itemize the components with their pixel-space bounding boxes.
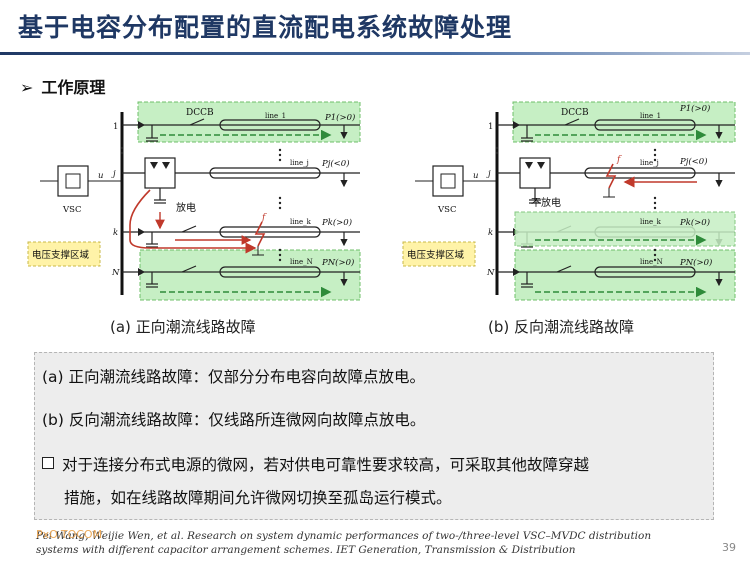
- power-label-b-n: PN(>0): [679, 257, 712, 268]
- square-bullet-icon: [42, 457, 54, 469]
- power-label-a-j: Pj(<0): [321, 158, 350, 169]
- bus-label-b-1: 1: [488, 122, 493, 132]
- page-number: 39: [722, 541, 736, 554]
- reference-line-2: systems with different capacitor arrange…: [36, 544, 576, 556]
- line-label-a-n: line_N: [290, 258, 313, 266]
- diagram-a: [28, 102, 360, 300]
- line-label-b-k: line_k: [640, 218, 662, 226]
- discharge-label-a: 放电: [176, 201, 196, 214]
- power-label-b-k: Pk(>0): [679, 217, 710, 228]
- title-divider: [0, 52, 750, 55]
- diagram-b: [403, 102, 735, 300]
- circuit-diagrams: VSC u 1 j k N DCCB line_1 line_j line_k …: [0, 100, 750, 315]
- vsc-label-b: VSC: [437, 205, 456, 215]
- caption-a: (a) 正向潮流线路故障: [110, 318, 256, 336]
- note-bullet-line-2: 措施，如在线路故障期间允许微网切换至孤岛运行模式。: [64, 489, 452, 507]
- notes-box: [34, 352, 714, 520]
- note-a: (a) 正向潮流线路故障：仅部分分布电容向故障点放电。: [42, 368, 426, 386]
- vsc-label-a: VSC: [62, 205, 81, 215]
- zone-label-b: 电压支撑区域: [407, 249, 465, 261]
- bus-label-a-j: j: [111, 169, 116, 179]
- arrow-bullet-icon: ➢: [20, 78, 34, 97]
- discharge-label-b: 不放电: [531, 196, 561, 209]
- u-label-a: u: [98, 171, 103, 181]
- line-label-b-n: line_N: [640, 258, 663, 266]
- note-b: (b) 反向潮流线路故障：仅线路所连微网向故障点放电。: [42, 411, 426, 429]
- power-label-b-j: Pj(<0): [679, 156, 708, 167]
- fault-label-a: f: [261, 213, 267, 223]
- page-title: 基于电容分布配置的直流配电系统故障处理: [18, 13, 513, 42]
- power-label-a-1: P1(>0): [324, 112, 355, 123]
- diagram-a-labels: VSC u 1 j k N DCCB line_1 line_j line_k …: [32, 108, 355, 278]
- reference-line-1: Pei Wang, Weijie Wen, et al. Research on…: [36, 530, 652, 542]
- line-label-a-1: line_1: [265, 112, 286, 120]
- bus-label-a-k: k: [113, 228, 118, 238]
- section-heading: ➢ 工作原理: [20, 74, 105, 98]
- note-bullet: 对于连接分布式电源的微网，若对供电可靠性要求较高，可采取其他故障穿越: [42, 455, 589, 475]
- line-label-b-1: line_1: [640, 112, 661, 120]
- power-label-b-1: P1(>0): [679, 103, 710, 114]
- power-label-a-n: PN(>0): [321, 257, 354, 268]
- line-label-b-j: line_j: [640, 159, 659, 167]
- bus-label-b-j: j: [486, 169, 491, 179]
- dccb-label-a: DCCB: [186, 108, 214, 118]
- zone-label-a: 电压支撑区域: [32, 249, 90, 261]
- diagram-b-labels: VSC u 1 j k N DCCB line_1 line_j line_k …: [407, 103, 712, 278]
- fault-label-b: f: [616, 155, 622, 165]
- bus-label-a-n: N: [111, 268, 120, 278]
- bus-label-b-n: N: [486, 268, 495, 278]
- dccb-label-b: DCCB: [561, 108, 589, 118]
- line-label-a-k: line_k: [290, 218, 312, 226]
- power-label-a-k: Pk(>0): [321, 217, 352, 228]
- watermark: PxO.TOCOM: [36, 528, 103, 541]
- note-bullet-line-1: 对于连接分布式电源的微网，若对供电可靠性要求较高，可采取其他故障穿越: [62, 456, 590, 474]
- section-label: 工作原理: [41, 78, 106, 97]
- u-label-b: u: [473, 171, 478, 181]
- line-label-a-j: line_j: [290, 159, 309, 167]
- bus-label-a-1: 1: [113, 122, 118, 132]
- reference: Pei Wang, Weijie Wen, et al. Research on…: [36, 529, 726, 557]
- bus-label-b-k: k: [488, 228, 493, 238]
- caption-b: (b) 反向潮流线路故障: [488, 318, 634, 336]
